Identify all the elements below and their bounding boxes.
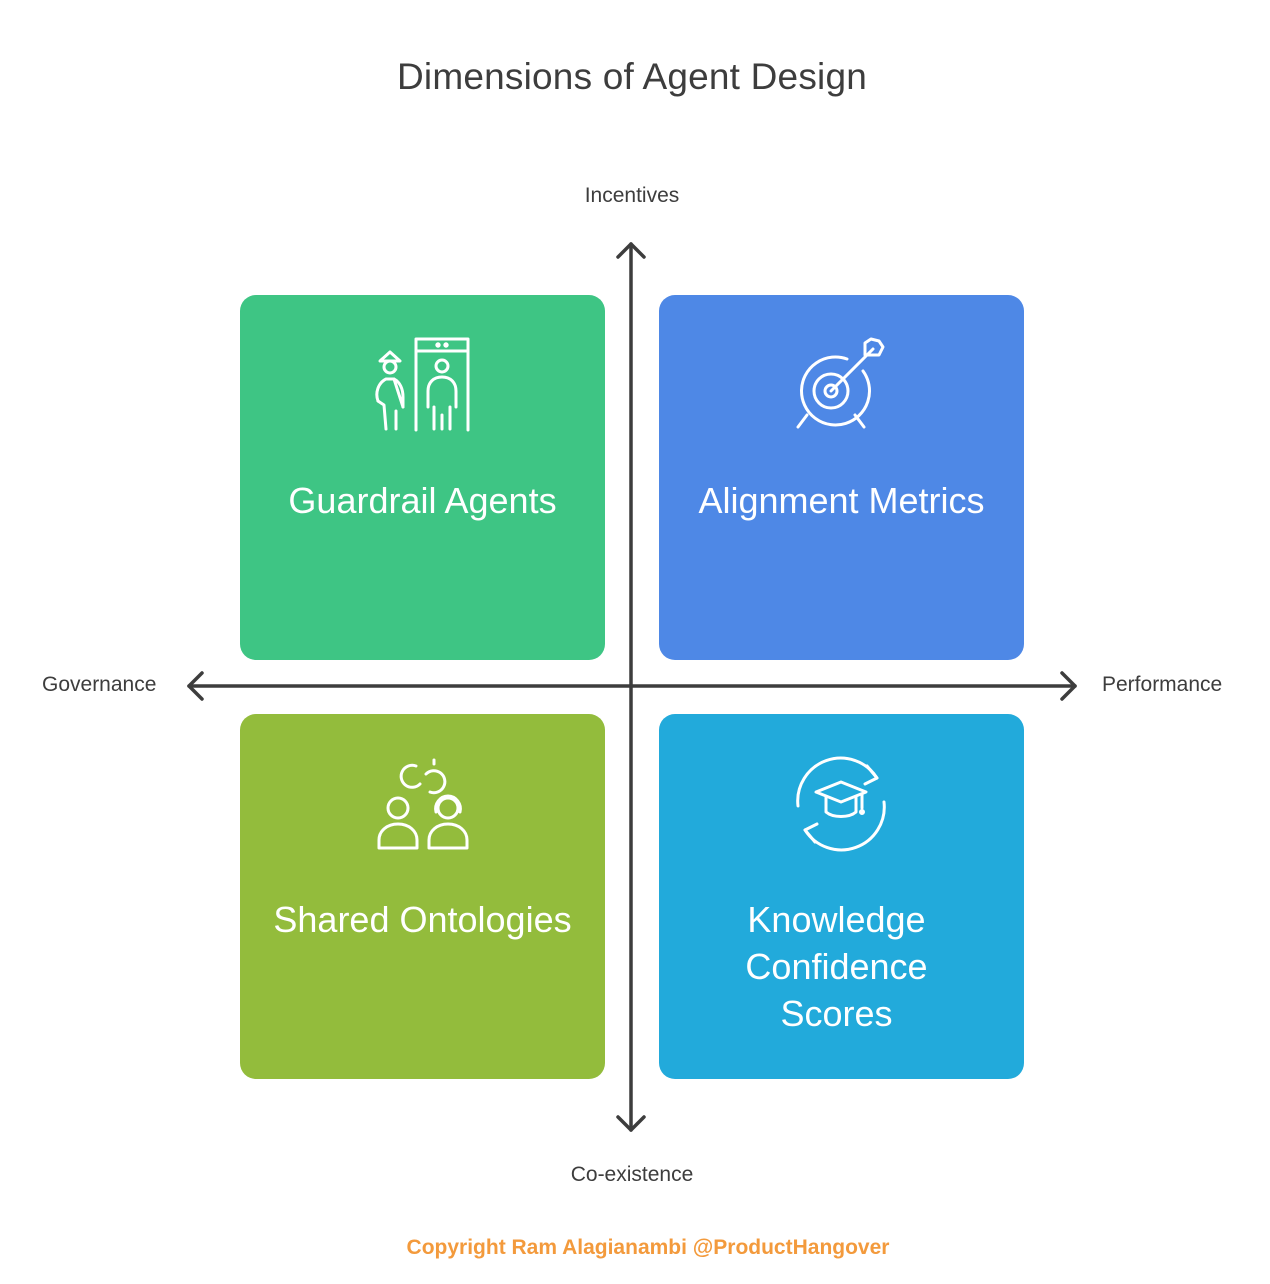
arrow-up-head [616, 242, 646, 259]
linked-people-icon [377, 758, 469, 850]
graduation-cycle-icon [796, 756, 886, 852]
axis-label-left: Governance [42, 673, 157, 696]
page-title: Dimensions of Agent Design [396, 56, 867, 97]
axis-label-right: Performance [1102, 673, 1223, 696]
axis-label-bottom: Co-existence [570, 1163, 694, 1186]
arrow-down-head [616, 1115, 646, 1132]
quadrant-shared-ontologies: Shared Ontologies [240, 714, 605, 1079]
target-arrow-icon [796, 337, 885, 429]
quadrant-knowledge-confidence-scores: Knowledge Confidence Scores [659, 714, 1024, 1079]
quadrant-guardrail-agents: Guardrail Agents [240, 295, 605, 660]
security-gate-icon [375, 337, 470, 432]
quadrant-label: Guardrail Agents [288, 480, 557, 521]
axis-label-top: Incentives [584, 184, 680, 207]
quadrant-alignment-metrics: Alignment Metrics [659, 295, 1024, 660]
quadrant-label: Alignment Metrics [698, 480, 985, 521]
quadrant-label: Shared Ontologies [273, 899, 572, 940]
arrow-right-head [1060, 671, 1077, 701]
arrow-left-head [187, 671, 204, 701]
quadrant-label: Knowledge Confidence Scores [745, 899, 928, 1034]
copyright-footer: Copyright Ram Alagianambi @ProductHangov… [406, 1236, 890, 1259]
